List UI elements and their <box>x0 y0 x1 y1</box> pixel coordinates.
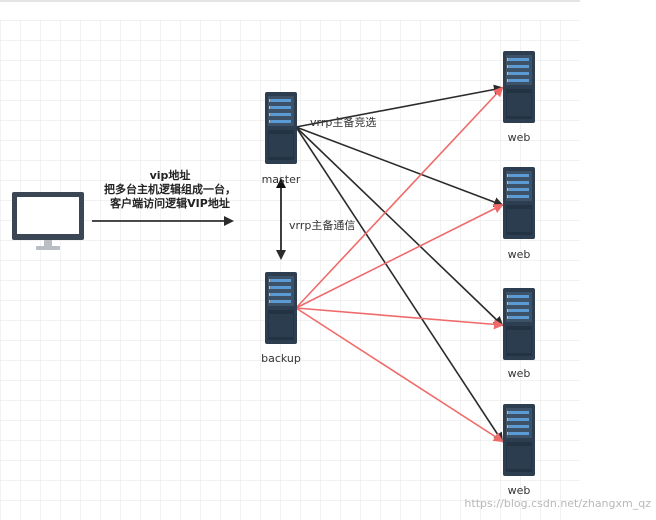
web-3-label: web <box>508 367 531 380</box>
web-server-4 <box>503 404 535 476</box>
web-server-1 <box>503 51 535 123</box>
client-monitor <box>12 192 84 250</box>
vrrp-communication-label: vrrp主备通信 <box>289 218 355 232</box>
backup-web-1-arrow <box>295 86 504 309</box>
vip-desc-line2: 客户端访问逻辑VIP地址 <box>109 196 230 210</box>
server-icon <box>265 272 297 344</box>
web-4-label: web <box>508 484 531 497</box>
master-server <box>265 92 297 164</box>
server-icon <box>503 288 535 360</box>
backup-web-3-arrow <box>295 307 504 330</box>
server-icon <box>503 167 535 239</box>
watermark: https://blog.csdn.net/zhangxm_qz <box>464 497 651 510</box>
backup-web-2-arrow <box>295 204 504 309</box>
vip-desc-line1: 把多台主机逻辑组成一台， <box>104 182 236 196</box>
master-web-4-arrow <box>295 126 504 443</box>
vip-title: vip地址 <box>150 168 191 182</box>
servers <box>265 51 535 476</box>
backup-web-4-arrow <box>295 307 504 443</box>
master-web-1-arrow <box>295 84 504 128</box>
backup-server <box>265 272 297 344</box>
master-label: master <box>262 173 301 186</box>
web-1-label: web <box>508 131 531 144</box>
server-icon <box>503 404 535 476</box>
vrrp-election-label: vrrp主备竞选 <box>310 115 376 129</box>
web-server-3 <box>503 288 535 360</box>
edges <box>295 84 504 443</box>
monitor-icon <box>12 192 84 250</box>
server-icon <box>503 51 535 123</box>
master-web-3-arrow <box>295 126 504 327</box>
web-server-2 <box>503 167 535 239</box>
master-web-2-arrow <box>295 126 504 207</box>
backup-label: backup <box>261 352 301 365</box>
web-2-label: web <box>508 248 531 261</box>
server-icon <box>265 92 297 164</box>
